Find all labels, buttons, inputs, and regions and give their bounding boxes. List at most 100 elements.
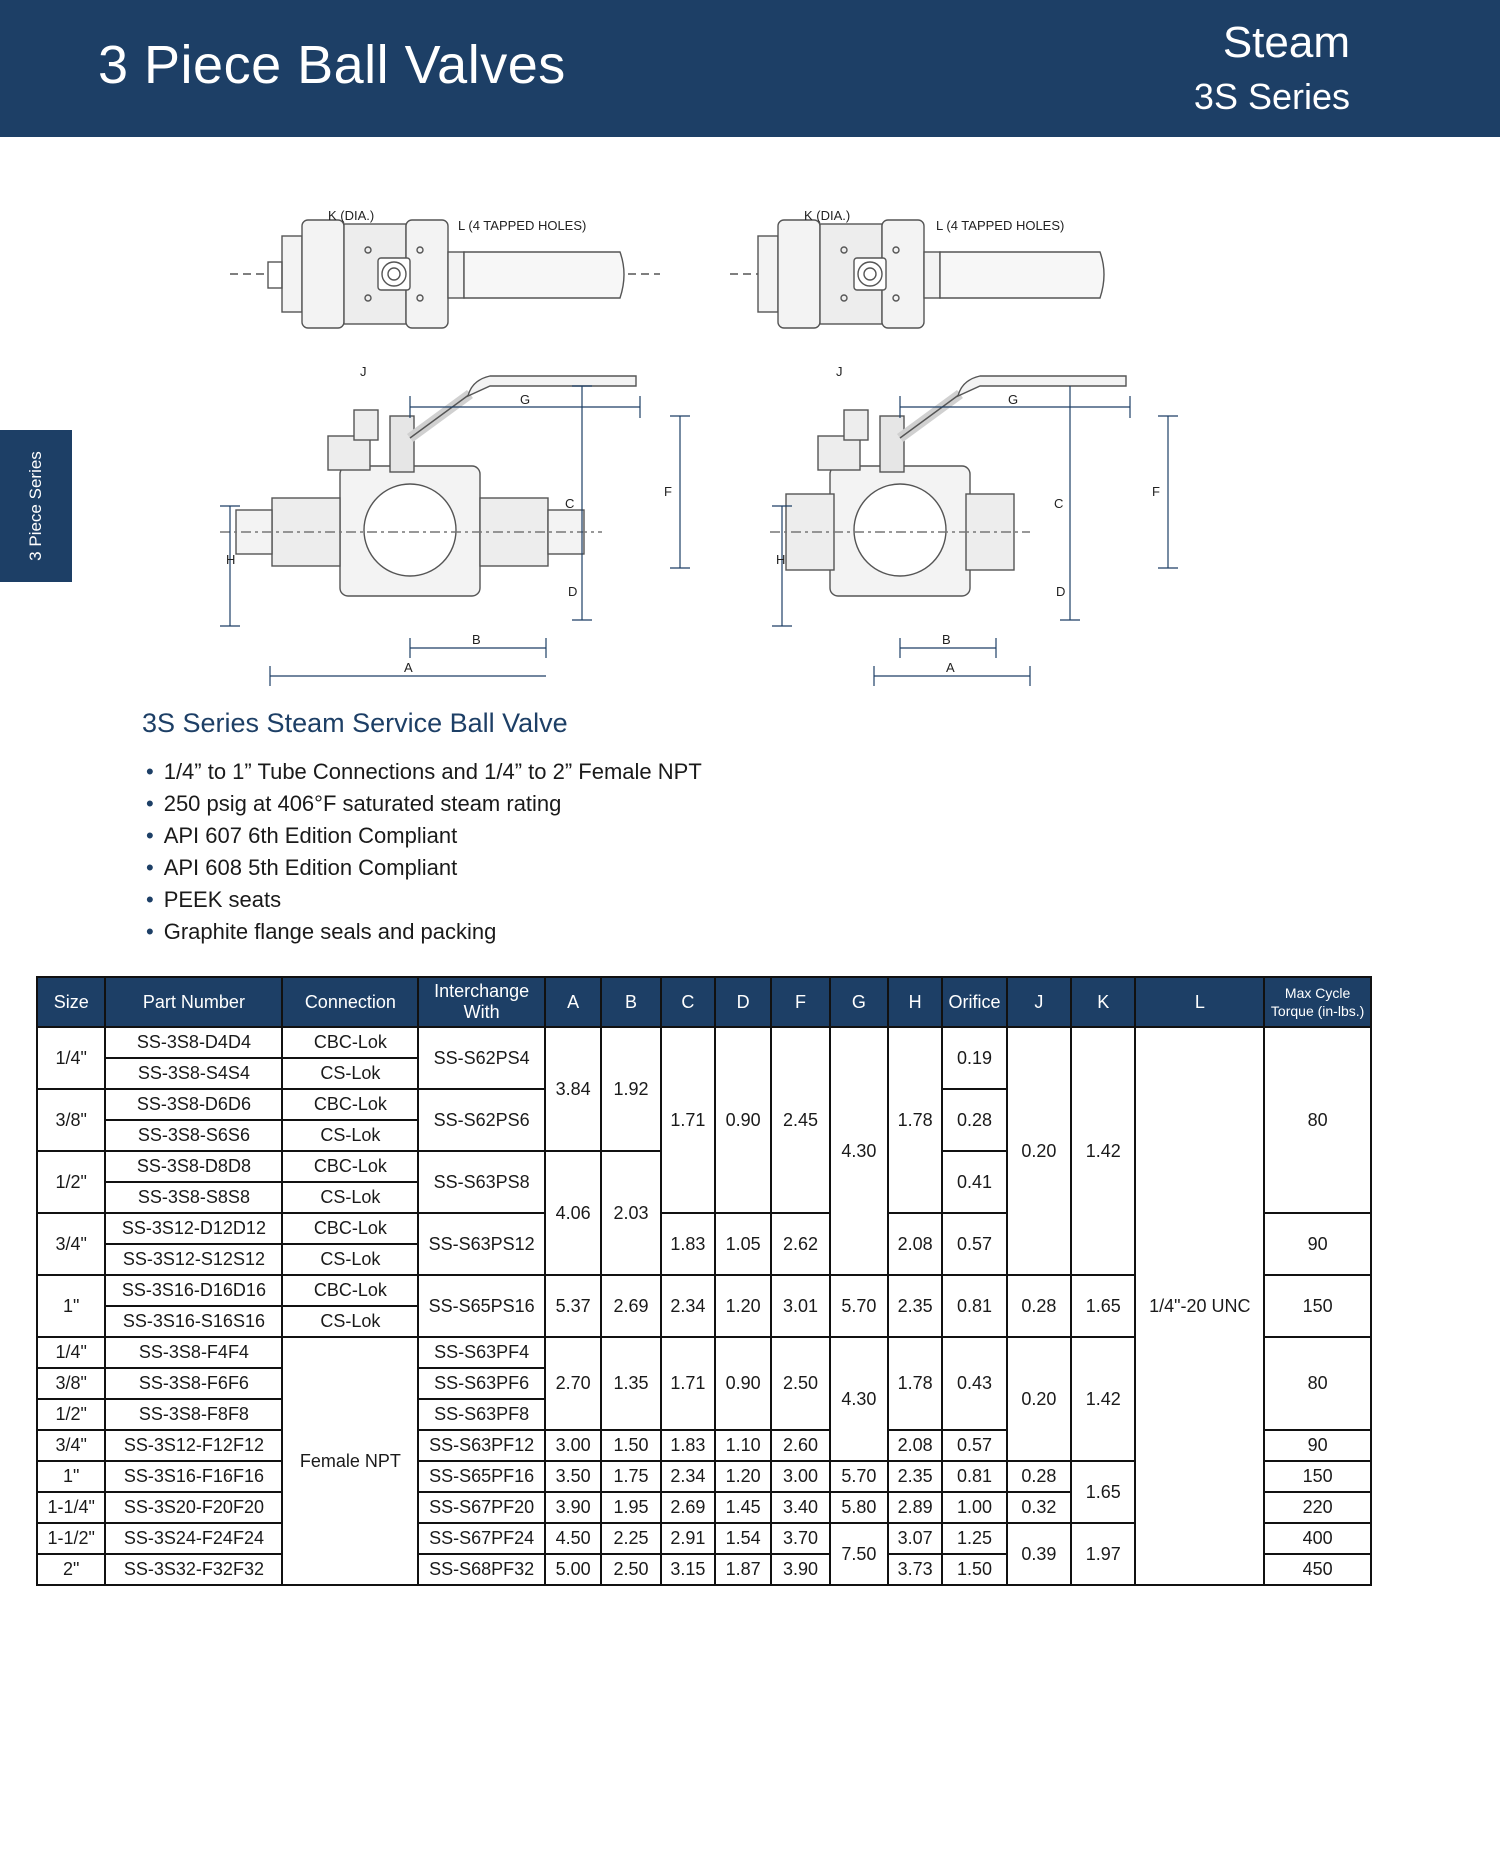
cell-part: SS-3S8-D4D4 [104,1026,284,1059]
table-row: 3/4" SS-3S12-D12D12 CBC-Lok SS-S63PS12 1… [35,1212,1372,1276]
cell-j: 0.20 [1005,1026,1073,1276]
dim-a-right: A [946,660,955,675]
cell-g: 4.30 [828,1336,890,1462]
cell-part: SS-3S24-F24F24 [104,1522,284,1555]
cell-inter: SS-S62PS6 [417,1088,547,1152]
label-k-left: K (DIA.) [328,208,374,223]
cell-part: SS-3S32-F32F32 [104,1553,284,1586]
cell-b: 2.50 [600,1553,662,1586]
cell-inter: SS-S63PF12 [417,1429,547,1462]
cell-g: 7.50 [828,1522,890,1586]
table-row: 3/8" SS-3S8-D6D6 CBC-Lok SS-S62PS6 0.28 [35,1088,1371,1152]
cell-h: 3.73 [887,1553,944,1586]
side-tab-label: 3 Piece Series [26,451,45,561]
header-series: 3S Series [1193,76,1350,117]
col-part-number: Part Number [104,976,284,1028]
cell-conn: CS-Lok [281,1243,420,1276]
cell-size: 2" [35,1553,107,1586]
cell-inter: SS-S68PF32 [417,1553,547,1586]
table-row: SS-3S8-S6S6 CS-Lok [37,1119,1371,1152]
cell-part: SS-3S16-D16D16 [104,1274,284,1307]
col-interchange-line2: With [463,1002,500,1022]
label-l-right: L (4 TAPPED HOLES) [936,218,1064,233]
cell-f: 2.60 [770,1429,831,1462]
cell-size: 3/8" [35,1088,107,1152]
cell-orifice: 1.25 [941,1522,1008,1555]
page-header: 3 Piece Ball Valves Steam 3S Series [0,0,1500,137]
feature-item: 250 psig at 406°F saturated steam rating [146,788,702,820]
cell-size: 1-1/2" [35,1522,107,1555]
col-torque-line2: Torque (in-lbs.) [1270,1003,1365,1019]
cell-orifice: 1.00 [941,1491,1008,1524]
table-row: 2" SS-3S32-F32F32 SS-S68PF32 5.00 2.50 3… [35,1553,1372,1586]
cell-g: 5.70 [828,1274,890,1338]
valve-drawings: K (DIA.) L (4 TAPPED HOLES) J K (DIA.) L… [220,208,1178,686]
section-title: 3S Series Steam Service Ball Valve [142,708,568,738]
dim-h-right: H [776,552,785,567]
cell-d: 1.20 [713,1460,773,1493]
cell-h: 1.78 [887,1026,944,1214]
page-title: 3 Piece Ball Valves [98,35,566,95]
cell-j: 0.28 [1005,1274,1073,1338]
cell-d: 1.20 [713,1274,773,1338]
table-row: 3/4" SS-3S12-F12F12 SS-S63PF12 3.00 1.50… [35,1429,1372,1462]
cell-inter: SS-S63PS8 [417,1150,547,1214]
cell-k: 1.42 [1070,1336,1137,1462]
cell-h: 3.07 [887,1522,944,1555]
cell-torque: 400 [1263,1522,1372,1555]
cell-part: SS-3S8-F8F8 [104,1398,284,1431]
feature-item: 1/4” to 1” Tube Connections and 1/4” to … [146,756,702,788]
tube-valve-front-view [220,375,637,597]
cell-torque: 90 [1263,1429,1372,1462]
label-l-left: L (4 TAPPED HOLES) [458,218,586,233]
cell-k: 1.65 [1070,1274,1137,1338]
cell-c: 2.91 [659,1522,717,1555]
dim-g-left: G [520,392,530,407]
cell-part: SS-3S12-D12D12 [104,1212,284,1245]
cell-size: 1" [35,1460,107,1493]
table-row: SS-3S16-S16S16 CS-Lok [37,1305,1371,1338]
table-row: 1" SS-3S16-D16D16 CBC-Lok SS-S65PS16 5.3… [35,1274,1372,1338]
cell-orifice: 0.57 [941,1429,1008,1462]
cell-torque: 220 [1263,1491,1372,1524]
dim-f-left: F [664,484,672,499]
cell-f: 3.00 [770,1460,831,1493]
col-orifice: Orifice [941,976,1008,1028]
cell-size: 1-1/4" [35,1491,107,1524]
cell-inter: SS-S62PS4 [417,1026,547,1090]
cell-orifice: 0.19 [941,1026,1008,1090]
table-row: SS-3S8-S4S4 CS-Lok [37,1057,1371,1090]
side-tab[interactable]: 3 Piece Series [0,430,72,582]
cell-c: 2.34 [659,1460,717,1493]
cell-h: 2.89 [887,1491,944,1524]
cell-l: 1/4"-20 UNC [1134,1026,1266,1586]
cell-inter: SS-S65PS16 [417,1274,547,1338]
cell-size: 3/8" [35,1367,107,1400]
cell-k: 1.42 [1070,1026,1137,1276]
label-k-right: K (DIA.) [804,208,850,223]
cell-size: 1/2" [35,1398,107,1431]
feature-item: API 607 6th Edition Compliant [146,820,702,852]
table-row: SS-3S8-S8S8 CS-Lok [37,1181,1371,1214]
col-l: L [1134,976,1266,1028]
cell-d: 1.05 [713,1212,773,1276]
feature-item: API 608 5th Edition Compliant [146,852,702,884]
cell-conn: Female NPT [281,1336,420,1586]
npt-valve-top-view [730,219,1105,329]
dim-c-left: C [565,496,574,511]
cell-conn: CBC-Lok [281,1274,420,1307]
table-row: 1/2" SS-3S8-D8D8 CBC-Lok SS-S63PS8 4.06 … [35,1150,1371,1276]
col-j: J [1005,976,1073,1028]
cell-size: 1/2" [35,1150,107,1214]
col-g: G [828,976,890,1028]
label-j-right: J [836,364,843,379]
cell-h: 1.78 [887,1336,944,1431]
dim-g-right: G [1008,392,1018,407]
cell-inter: SS-S63PF6 [417,1367,547,1400]
dim-h-left: H [226,552,235,567]
cell-conn: CBC-Lok [281,1150,420,1183]
cell-conn: CBC-Lok [281,1026,420,1059]
table-row: 1/4" SS-3S8-F4F4 Female NPT SS-S63PF4 2.… [35,1336,1372,1586]
cell-torque: 150 [1263,1460,1372,1493]
